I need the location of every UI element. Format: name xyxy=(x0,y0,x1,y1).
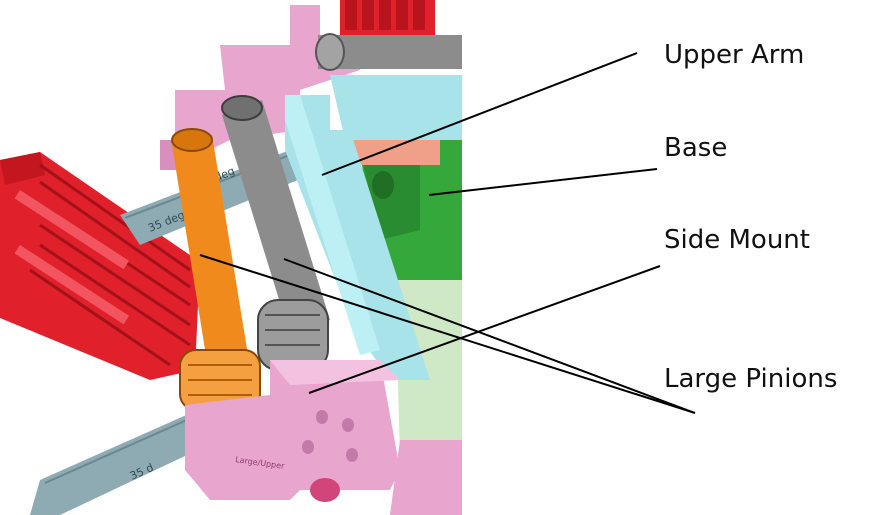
side-mount-label: Side Mount xyxy=(664,225,810,255)
base-leader xyxy=(428,168,658,196)
pink-lower-right xyxy=(390,440,462,515)
assembly-render: 35 deg 35 deg 35 d xyxy=(0,0,462,515)
left-red-rack xyxy=(0,152,200,380)
gray-rear-shaft xyxy=(315,33,462,71)
upper-arm-label: Upper Arm xyxy=(664,40,805,70)
base-label: Base xyxy=(664,133,728,163)
large-pinions-label: Large Pinions xyxy=(664,364,838,394)
top-red-rack xyxy=(340,0,435,38)
